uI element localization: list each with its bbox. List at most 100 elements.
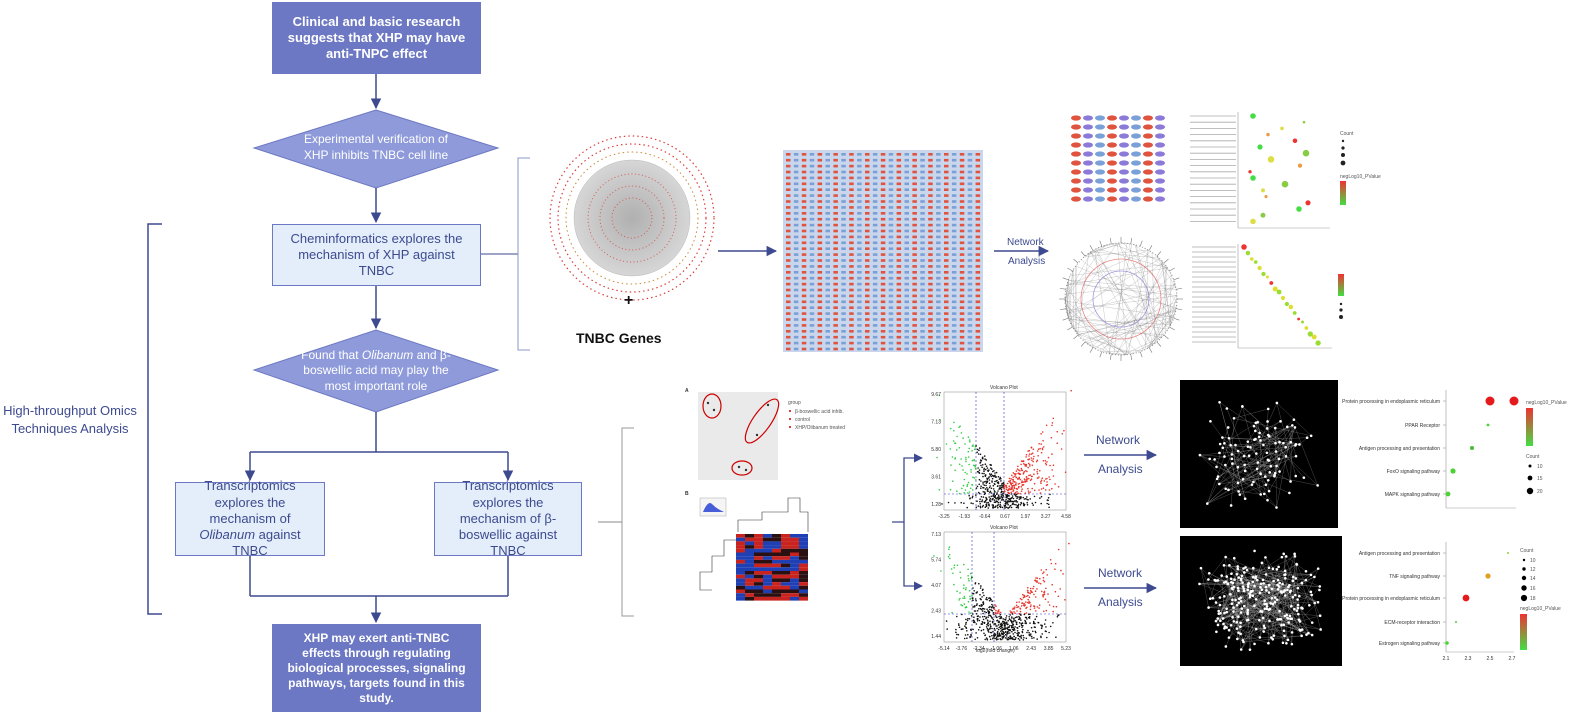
volcano-xtick: 3.85 <box>1044 646 1054 652</box>
svg-text:A: A <box>685 388 689 394</box>
svg-text:log2(fold change): log2(fold change) <box>976 648 1015 654</box>
plus-sign: + <box>624 292 634 309</box>
heatmap: B <box>685 491 809 601</box>
left-bracket <box>147 223 162 615</box>
volcano-xtick: 0.67 <box>1000 514 1010 520</box>
hub-node-grid <box>1071 115 1165 202</box>
volcano-ytick: 1.28 <box>931 502 941 508</box>
kegg-dotplot-1: Protein processing in endoplasmic reticu… <box>1342 390 1516 509</box>
net-label-mid-1: Network <box>1096 433 1141 447</box>
svg-text:20: 20 <box>1537 489 1543 495</box>
kegg1-legend: negLog10_PValue Count 10 15 20 <box>1509 396 1567 495</box>
volcano-xtick: -3.76 <box>956 646 968 652</box>
kegg-top-legend <box>1338 274 1344 319</box>
go-dotplot <box>1190 112 1330 229</box>
svg-text:B: B <box>685 491 689 497</box>
kegg1-term: MAPK signaling pathway <box>1385 492 1441 498</box>
pca-cluster-3 <box>731 460 753 476</box>
volcano-xtick: 3.27 <box>1041 514 1051 520</box>
compound-target-network <box>549 135 715 301</box>
svg-text:β-boswellic acid inhib.: β-boswellic acid inhib. <box>795 409 844 415</box>
top-box-text: Clinical and basic research suggests tha… <box>287 13 466 62</box>
volcano-xtick: 4.58 <box>1061 514 1071 520</box>
side-label: High-throughput Omics Techniques Analysi… <box>3 403 137 436</box>
svg-text:15: 15 <box>1537 476 1543 482</box>
diamond-2-label: Found that Olibanum and β-boswellic acid… <box>301 347 451 393</box>
svg-text:12: 12 <box>1530 567 1536 573</box>
svg-text:control: control <box>795 417 810 423</box>
svg-text:14: 14 <box>1530 576 1536 582</box>
kegg1-term: Protein processing in endoplasmic reticu… <box>1342 399 1440 405</box>
volcano-ytick: 4.07 <box>931 583 941 589</box>
net-label-mid-2: Analysis <box>1098 462 1143 476</box>
svg-text:16: 16 <box>1530 586 1536 592</box>
volcano-xtick: -5.14 <box>938 646 950 652</box>
svg-text:negLog10_PValue: negLog10_PValue <box>1526 400 1567 406</box>
volcano-xtick: 2.43 <box>1026 646 1036 652</box>
svg-text:Volcano Plot: Volcano Plot <box>990 385 1018 391</box>
kegg2-term: Antigen processing and presentation <box>1359 551 1440 557</box>
bottom-box: XHP may exert anti-TNBC effects through … <box>272 624 481 712</box>
kegg2-xtick: 2.3 <box>1465 656 1472 662</box>
volcano-ytick: 5.80 <box>931 447 941 453</box>
volcano-ytick: 7.13 <box>931 532 941 538</box>
chem-bracket <box>517 157 530 351</box>
svg-text:negLog10_PValue: negLog10_PValue <box>1520 606 1561 612</box>
net-label-top-1: Network <box>1007 237 1045 248</box>
svg-text:Count: Count <box>1520 548 1534 554</box>
kegg1-term: FoxO signaling pathway <box>1387 469 1441 475</box>
kegg2-term: TNF signaling pathway <box>1389 574 1440 580</box>
volcano-plot-2: Volcano Plot log2(fold change) -5.14 -3.7… <box>931 525 1071 654</box>
transcriptomics-olibanum-box: Transcriptomics explores the mechanism o… <box>175 478 325 558</box>
volcano-xtick: -2.34 <box>973 646 985 652</box>
kegg2-term: Protein processing in endoplasmic reticu… <box>1342 596 1440 602</box>
svg-text:Count: Count <box>1340 131 1354 137</box>
kegg2-term: ECM-receptor interaction <box>1384 620 1440 626</box>
cheminformatics-box: Cheminformatics explores the mechanism o… <box>272 224 481 286</box>
arrow-to-volcano-1 <box>892 453 923 523</box>
kegg2-xtick: 2.1 <box>1443 656 1450 662</box>
kegg2-xtick: 2.7 <box>1509 656 1516 662</box>
kegg1-term: Antigen processing and presentation <box>1359 446 1440 452</box>
pca-cluster-2 <box>744 398 780 444</box>
volcano-xtick: 1.06 <box>1009 646 1019 652</box>
volcano-ytick: 5.74 <box>931 558 941 564</box>
svg-text:10: 10 <box>1530 558 1536 564</box>
volcano-ytick: 7.13 <box>931 420 941 426</box>
volcano-xtick: -1.93 <box>959 514 971 520</box>
net-label-top-2: Analysis <box>1008 256 1045 267</box>
arrow-to-volcano-2 <box>903 522 923 591</box>
svg-text:10: 10 <box>1537 464 1543 470</box>
volcano-ytick: 9.67 <box>931 392 941 398</box>
target-grid-network <box>783 150 983 352</box>
svg-text:Count: Count <box>1526 454 1540 460</box>
tnbc-genes-label: TNBC Genes <box>576 330 662 346</box>
svg-text:negLog10_PValue: negLog10_PValue <box>1340 174 1381 180</box>
volcano-ytick: 1.44 <box>931 634 941 640</box>
transcriptomics-boswellic-box: Transcriptomics explores the mechanism o… <box>434 478 582 558</box>
go-legend: Count negLog10_PValue <box>1340 131 1381 205</box>
network-image-2 <box>1180 536 1342 666</box>
pca-plot: A group β-boswellic acid inhib. control … <box>685 388 845 480</box>
svg-text:XHP/Olibanum treated: XHP/Olibanum treated <box>795 425 845 431</box>
kegg2-xtick: 2.5 <box>1487 656 1494 662</box>
diamond-1-text: Experimental verification of XHP inhibit… <box>303 132 449 162</box>
kegg1-term: PPAR Receptor <box>1405 423 1440 429</box>
volcano-xtick: -0.64 <box>979 514 991 520</box>
volcano-xtick: 5.23 <box>1061 646 1071 652</box>
net-label-bot-2: Analysis <box>1098 595 1143 609</box>
volcano-ytick: 3.61 <box>931 475 941 481</box>
kegg2-term: Estrogen signaling pathway <box>1379 641 1441 647</box>
volcano-xtick: 1.97 <box>1020 514 1030 520</box>
svg-text:Volcano Plot: Volcano Plot <box>990 525 1018 531</box>
omics-bracket <box>621 427 634 617</box>
kegg2-legend: Count 10 12 14 16 18 negLog10_PValue <box>1520 548 1561 650</box>
top-box: Clinical and basic research suggests tha… <box>272 2 481 74</box>
svg-text:group: group <box>788 400 801 406</box>
volcano-ytick: 2.43 <box>931 609 941 615</box>
net-label-bot-1: Network <box>1098 566 1143 580</box>
pca-cluster-1 <box>702 393 722 419</box>
